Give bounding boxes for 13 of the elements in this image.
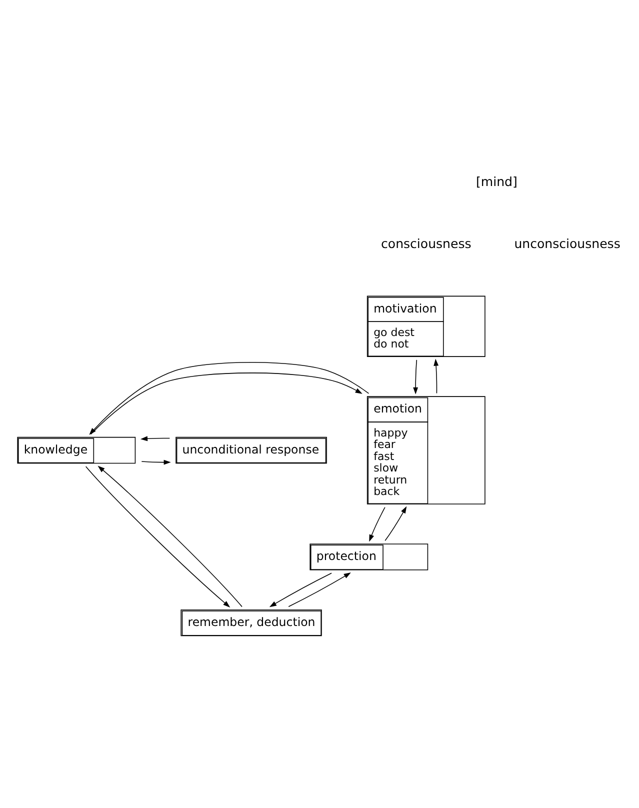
arrow: [369, 506, 386, 542]
arrow: [384, 506, 407, 542]
arrow: [288, 572, 351, 608]
arrow: [434, 358, 439, 394]
arrow: [98, 466, 242, 608]
label: [mind]: [476, 174, 518, 190]
label: unconsciousness: [514, 236, 620, 252]
arrow: [413, 360, 418, 394]
arrow: [85, 466, 230, 608]
label: consciousness: [381, 236, 472, 252]
arrow: [141, 460, 171, 465]
arrow: [140, 436, 170, 442]
arrow: [269, 572, 332, 608]
